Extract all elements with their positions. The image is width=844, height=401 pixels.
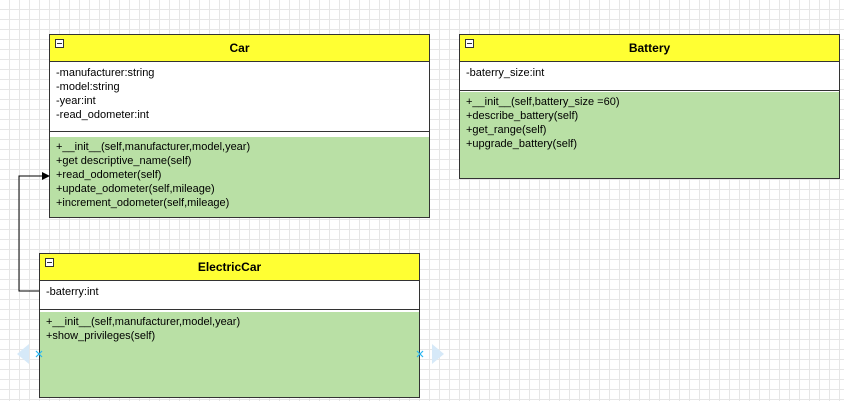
- operation: +__init__(self,battery_size =60): [466, 96, 620, 108]
- selection-arrow-left-icon[interactable]: [17, 344, 29, 364]
- attribute: -baterry_size:int: [466, 67, 545, 79]
- class-car-attributes[interactable]: -manufacturer:string -model:string -year…: [50, 62, 429, 132]
- class-electric-car[interactable]: ElectricCar -baterry:int +__init__(self,…: [39, 253, 420, 398]
- attribute: -baterry:int: [46, 286, 99, 298]
- operation: +get descriptive_name(self): [56, 155, 192, 167]
- attribute: -read_odometer:int: [56, 109, 149, 121]
- class-battery-attributes[interactable]: -baterry_size:int: [460, 62, 839, 91]
- selection-arrow-right-icon[interactable]: [432, 344, 444, 364]
- operation: +show_privileges(self): [46, 330, 156, 342]
- class-electric-car-operations[interactable]: +__init__(self,manufacturer,model,year) …: [40, 312, 419, 397]
- selection-handle-left-icon[interactable]: [35, 350, 43, 358]
- class-electric-car-attributes[interactable]: -baterry:int: [40, 281, 419, 310]
- collapse-toggle-icon[interactable]: [45, 258, 54, 267]
- attribute: -year:int: [56, 95, 96, 107]
- class-electric-car-name: ElectricCar: [197, 260, 262, 274]
- operation: +__init__(self,manufacturer,model,year): [46, 316, 241, 328]
- class-car[interactable]: Car -manufacturer:string -model:string -…: [49, 34, 430, 218]
- collapse-toggle-icon[interactable]: [465, 39, 474, 48]
- class-battery-operations[interactable]: +__init__(self,battery_size =60) +descri…: [460, 92, 839, 178]
- operation: +upgrade_battery(self): [466, 138, 577, 150]
- selection-handle-right-icon[interactable]: [416, 350, 424, 358]
- class-battery-name: Battery: [628, 41, 671, 55]
- operation: +get_range(self): [466, 124, 547, 136]
- class-car-name: Car: [229, 41, 250, 55]
- class-battery[interactable]: Battery -baterry_size:int +__init__(self…: [459, 34, 840, 179]
- class-battery-header[interactable]: Battery: [460, 35, 839, 62]
- operation: +read_odometer(self): [56, 169, 162, 181]
- attribute: -manufacturer:string: [56, 67, 155, 79]
- class-car-header[interactable]: Car: [50, 35, 429, 62]
- operation: +update_odometer(self,mileage): [56, 183, 215, 195]
- operation: +describe_battery(self): [466, 110, 579, 122]
- operation: +increment_odometer(self,mileage): [56, 197, 230, 209]
- class-car-operations[interactable]: +__init__(self,manufacturer,model,year) …: [50, 137, 429, 217]
- attribute: -model:string: [56, 81, 120, 93]
- class-electric-car-header[interactable]: ElectricCar: [40, 254, 419, 281]
- collapse-toggle-icon[interactable]: [55, 39, 64, 48]
- inheritance-connector[interactable]: [18, 172, 50, 292]
- operation: +__init__(self,manufacturer,model,year): [56, 141, 251, 153]
